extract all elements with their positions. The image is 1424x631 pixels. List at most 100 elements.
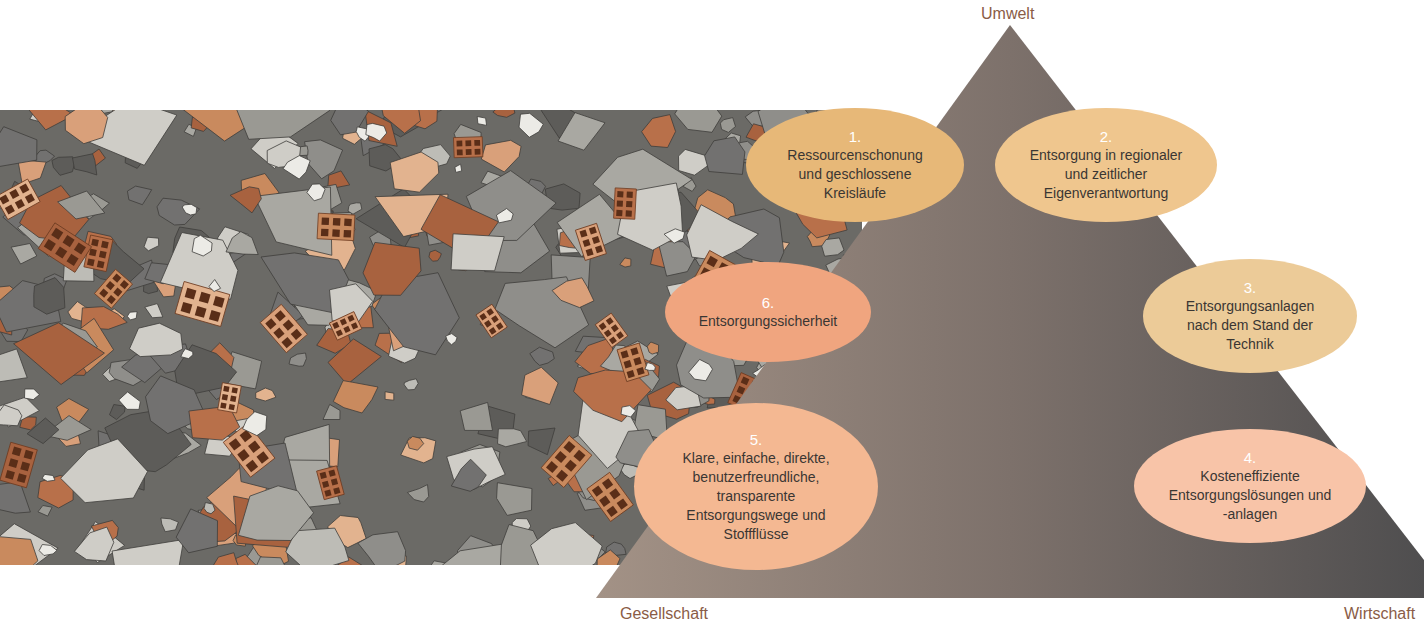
brick-hole — [283, 320, 294, 331]
rubble-piece — [460, 402, 492, 430]
brick-hole — [229, 404, 235, 410]
brick-face — [617, 343, 649, 382]
brick-hole — [626, 201, 632, 207]
brick-hole — [281, 337, 292, 348]
rubble-piece — [675, 110, 722, 132]
callout-number: 2. — [1100, 127, 1113, 146]
brick-piece — [94, 269, 132, 308]
rubble-piece — [18, 160, 46, 185]
rubble-piece — [333, 381, 378, 413]
brick-face — [0, 179, 40, 220]
brick-face — [0, 442, 37, 488]
brick-hole — [120, 280, 129, 289]
rubble-piece — [42, 474, 55, 481]
brick-hole — [321, 229, 329, 237]
principle-ellipse: 1.Ressourcenschonung und geschlossene Kr… — [746, 108, 964, 222]
brick-face — [595, 313, 628, 347]
rubble-piece — [61, 439, 148, 503]
rubble-piece — [358, 532, 406, 565]
callout-number: 6. — [762, 293, 775, 312]
brick-hole — [626, 210, 632, 216]
brick-hole — [332, 322, 339, 329]
corner-label: Wirtschaft — [1344, 605, 1415, 623]
rubble-piece — [73, 154, 97, 175]
brick-hole — [624, 360, 632, 368]
brick-hole — [627, 192, 633, 198]
rubble-piece — [522, 367, 559, 404]
brick-hole — [17, 473, 27, 483]
rubble-piece — [687, 205, 759, 261]
brick-hole — [627, 370, 635, 378]
brick-hole — [489, 327, 497, 335]
brick-hole — [592, 486, 603, 497]
brick-hole — [220, 402, 226, 408]
brick-hole — [9, 189, 19, 199]
brick-hole — [322, 481, 329, 488]
rubble-piece — [348, 203, 362, 214]
brick-hole — [556, 470, 568, 482]
rubble-piece — [110, 405, 126, 420]
brick-piece — [541, 436, 592, 488]
rubble-piece — [429, 250, 442, 261]
brick-hole — [599, 322, 607, 330]
brick-hole — [563, 441, 575, 453]
rubble-piece — [25, 389, 40, 400]
brick-hole — [19, 183, 29, 193]
brick-hole — [617, 191, 623, 197]
rubble-piece — [58, 191, 105, 219]
rubble-piece — [642, 115, 676, 148]
callout-number: 5. — [750, 430, 763, 449]
principle-text: Entsorgungssicherheit — [699, 312, 838, 331]
brick-piece — [317, 213, 355, 240]
brick-hole — [331, 478, 338, 485]
brick-face — [38, 223, 91, 272]
brick-hole — [222, 394, 228, 400]
brick-hole — [555, 451, 567, 463]
rubble-piece — [705, 137, 745, 175]
brick-hole — [633, 357, 641, 365]
brick-piece — [453, 137, 482, 158]
rubble-piece — [455, 164, 462, 172]
brick-hole — [107, 295, 116, 304]
rubble-photo — [0, 110, 862, 565]
rubble-piece — [0, 127, 37, 167]
rubble-piece — [27, 418, 59, 444]
rubble-piece — [451, 459, 486, 491]
rubble-piece — [481, 140, 521, 172]
brick-hole — [213, 296, 225, 308]
rubble-piece — [14, 323, 105, 385]
brick-hole — [336, 329, 343, 336]
brick-hole — [737, 386, 746, 395]
brick-hole — [99, 251, 107, 259]
rubble-piece — [209, 280, 221, 292]
brick-hole — [456, 141, 462, 147]
brick-hole — [344, 230, 352, 238]
brick-hole — [606, 317, 614, 325]
brick-hole — [320, 472, 327, 479]
rubble-piece — [112, 540, 184, 566]
brick-hole — [465, 140, 471, 146]
brick-hole — [91, 239, 99, 247]
brick-hole — [611, 324, 619, 332]
brick-hole — [491, 315, 499, 323]
rubble-piece — [664, 229, 685, 243]
rubble-piece — [238, 486, 313, 541]
rubble-piece — [407, 436, 424, 450]
brick-hole — [229, 438, 241, 450]
brick-hole — [248, 441, 260, 453]
brick-hole — [275, 310, 286, 321]
brick-face — [94, 269, 132, 308]
rubble-piece — [645, 363, 655, 371]
brick-face — [541, 436, 592, 488]
brick-hole — [256, 451, 268, 463]
rubble-piece — [283, 156, 310, 180]
brick-hole — [616, 210, 622, 216]
rubble-piece — [226, 232, 258, 255]
brick-hole — [324, 490, 331, 497]
brick-hole — [616, 331, 624, 339]
brick-hole — [223, 386, 229, 392]
rubble-piece — [34, 278, 65, 315]
brick-piece — [587, 472, 633, 521]
brick-hole — [617, 498, 628, 509]
brick-piece — [575, 223, 606, 260]
